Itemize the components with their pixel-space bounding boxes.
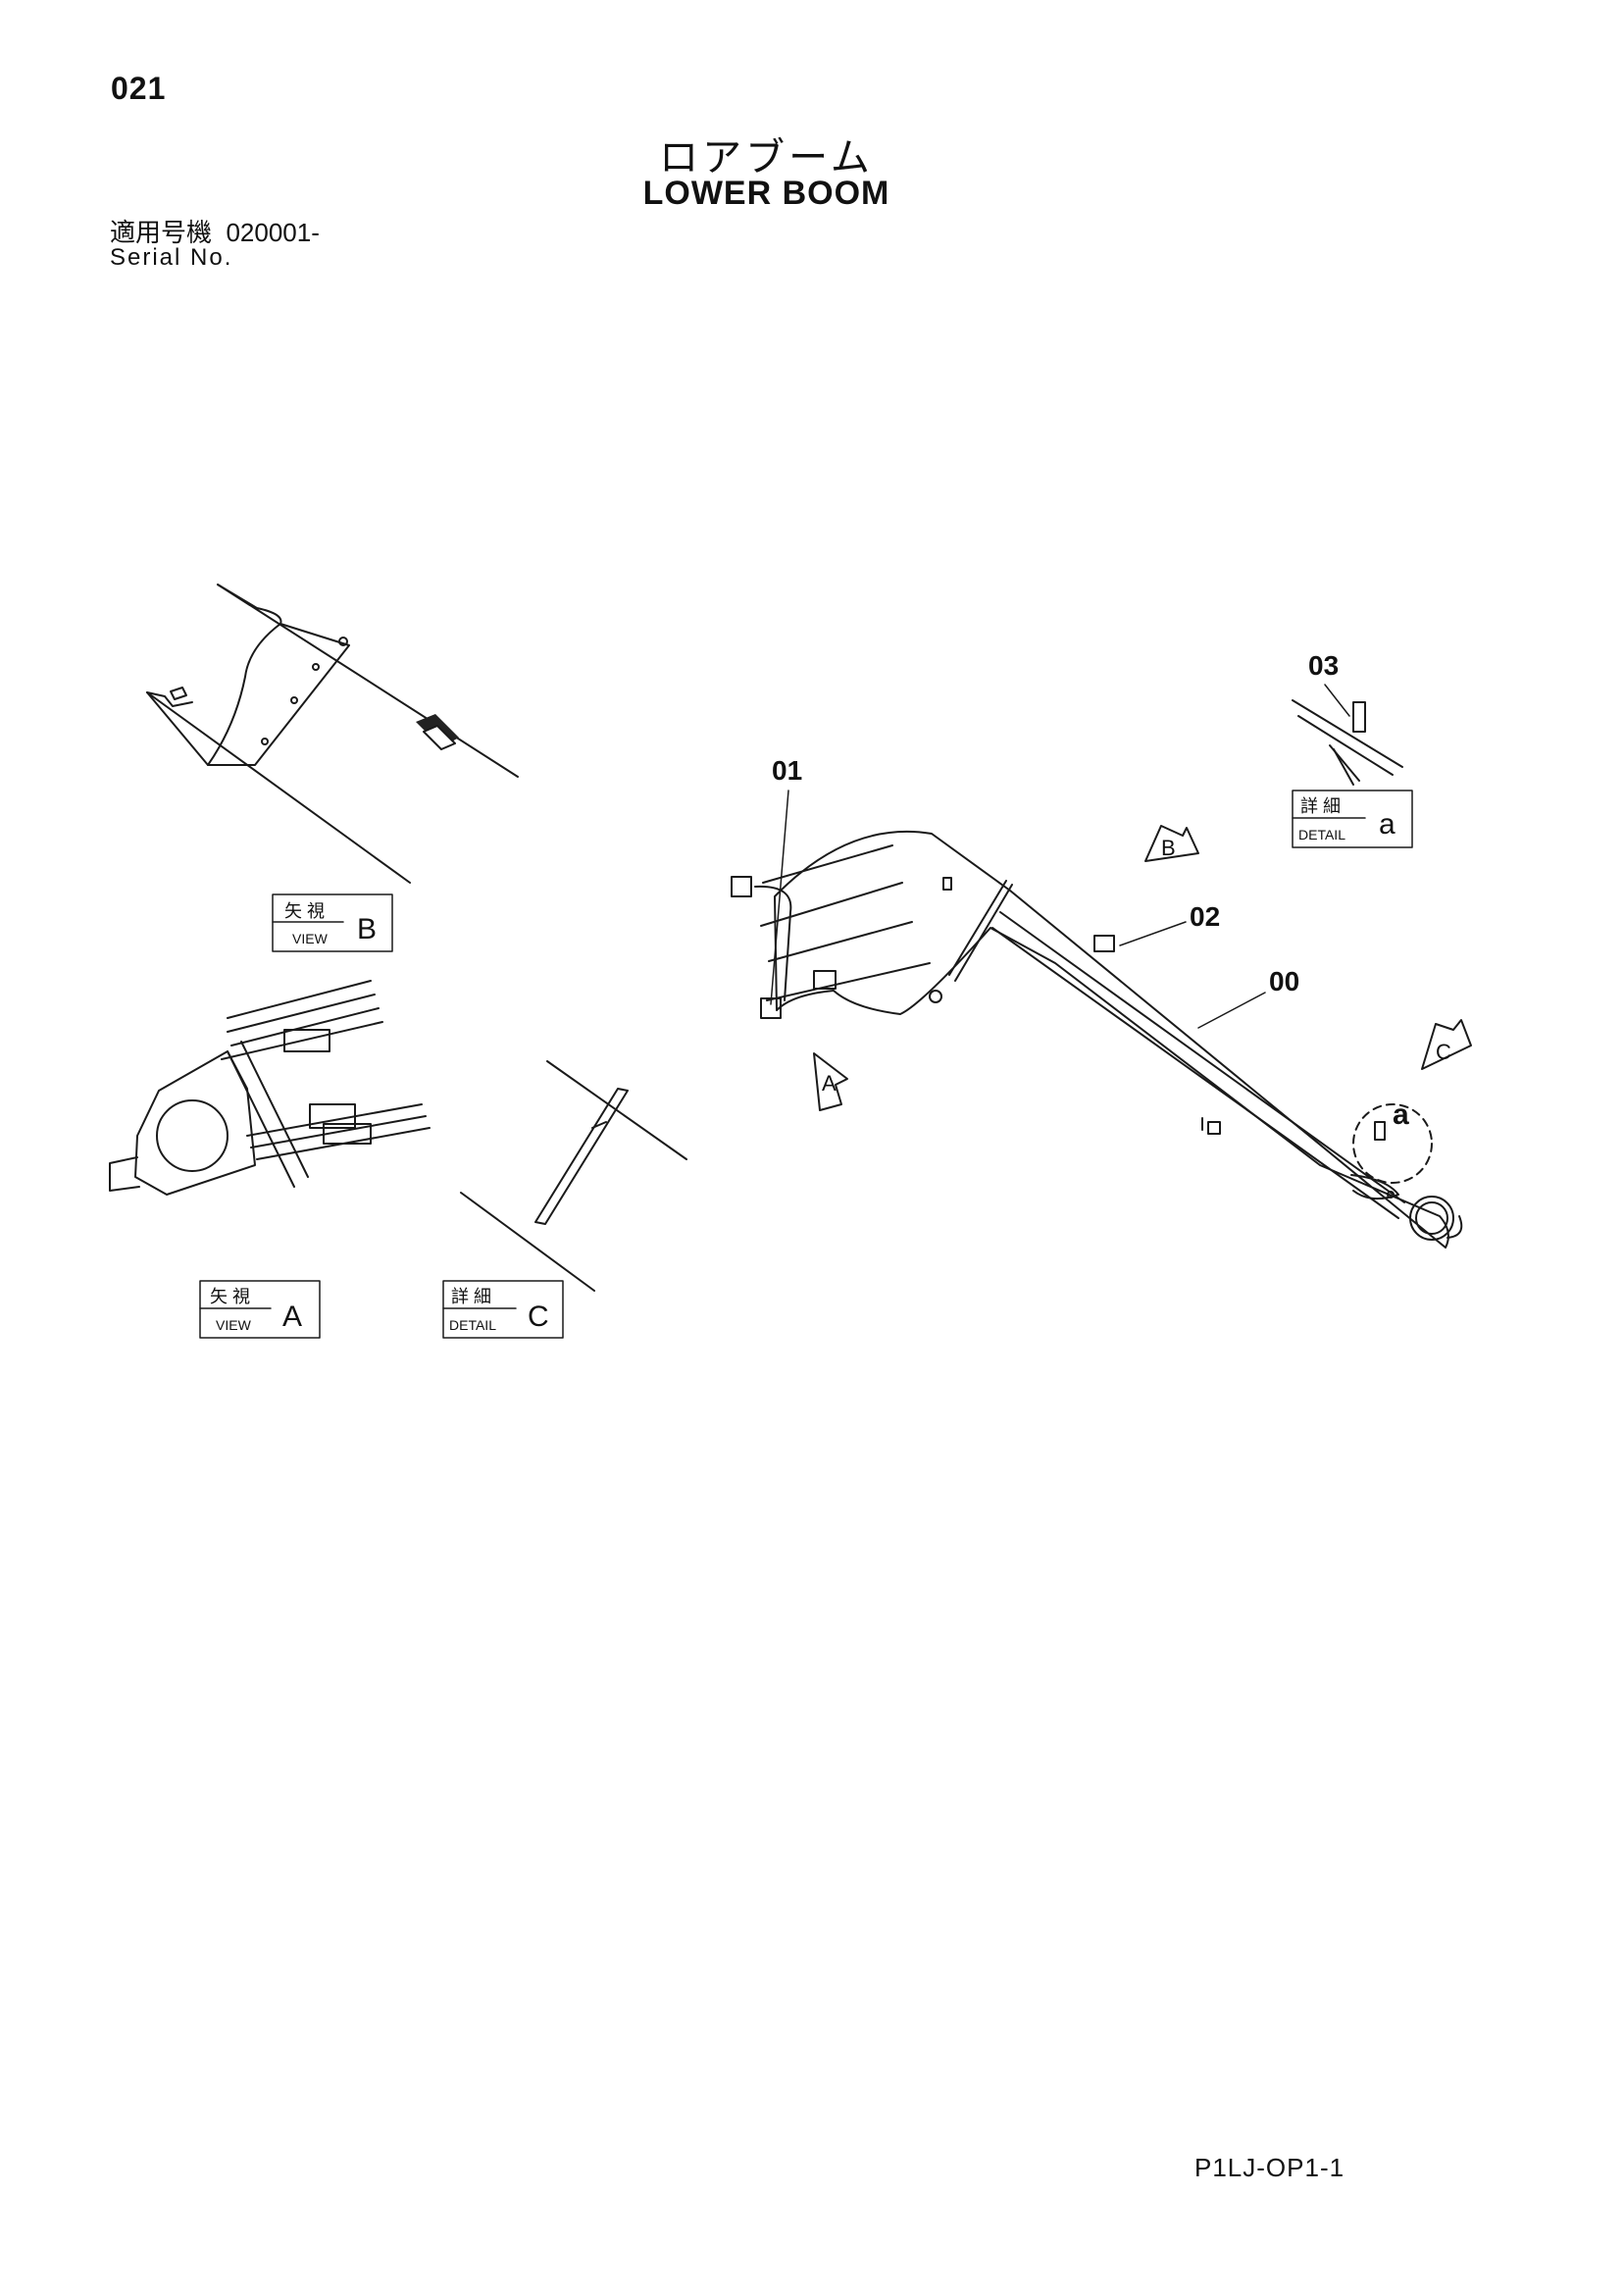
serial-label-jp: 適用号機 bbox=[110, 218, 213, 247]
view-arrow-c-letter: C bbox=[1436, 1040, 1451, 1064]
tag-view-b-jp: 矢 視 bbox=[284, 901, 325, 921]
tag-detail-c-en: DETAIL bbox=[449, 1317, 496, 1333]
tag-detail-a-en: DETAIL bbox=[1298, 827, 1345, 842]
view-arrow-b-letter: B bbox=[1161, 836, 1176, 860]
lower-boom-drawing bbox=[731, 830, 1463, 1249]
view-arrow-c: C bbox=[1421, 1019, 1472, 1070]
detail-a-drawing bbox=[1292, 699, 1403, 786]
tag-view-b-en: VIEW bbox=[292, 931, 329, 946]
tag-detail-a-letter: a bbox=[1379, 808, 1396, 841]
tag-detail-c-letter: C bbox=[528, 1301, 549, 1333]
tag-view-a-en: VIEW bbox=[216, 1317, 252, 1333]
tag-view-a-letter: A bbox=[282, 1301, 302, 1333]
tag-view-b-letter: B bbox=[357, 913, 377, 945]
tag-detail-a: 詳 細 DETAIL a bbox=[1292, 790, 1413, 848]
tag-view-a: 矢 視 VIEW A bbox=[199, 1280, 321, 1339]
document-code: P1LJ-OP1-1 bbox=[1194, 2153, 1345, 2182]
callout-03: 03 bbox=[1308, 650, 1339, 681]
serial-label-en: Serial No. bbox=[110, 244, 233, 271]
page-title-english: LOWER BOOM bbox=[642, 175, 890, 212]
view-b-drawing bbox=[146, 584, 519, 884]
view-arrow-a-letter: A bbox=[822, 1071, 837, 1096]
serial-block: 適用号機 020001- Serial No. bbox=[110, 220, 320, 271]
callout-00: 00 bbox=[1269, 966, 1299, 996]
tag-detail-c-jp: 詳 細 bbox=[451, 1287, 491, 1306]
tag-view-b: 矢 視 VIEW B bbox=[272, 893, 393, 952]
callout-leaders bbox=[770, 684, 1350, 1029]
view-arrow-b: B bbox=[1144, 825, 1199, 862]
page-title-japanese: ロアブーム bbox=[659, 136, 874, 179]
tag-detail-a-jp: 詳 細 bbox=[1300, 796, 1341, 816]
detail-a-marker: a bbox=[1393, 1098, 1409, 1131]
view-a-drawing bbox=[109, 980, 431, 1196]
callout-02: 02 bbox=[1190, 901, 1220, 932]
page-number: 021 bbox=[111, 71, 167, 106]
detail-c-drawing bbox=[460, 1060, 687, 1292]
tag-detail-c: 詳 細 DETAIL C bbox=[442, 1280, 564, 1339]
tag-view-a-jp: 矢 視 bbox=[210, 1287, 250, 1306]
serial-value: 020001- bbox=[226, 218, 320, 247]
callout-01: 01 bbox=[772, 755, 802, 786]
view-arrow-a: A bbox=[813, 1052, 848, 1111]
